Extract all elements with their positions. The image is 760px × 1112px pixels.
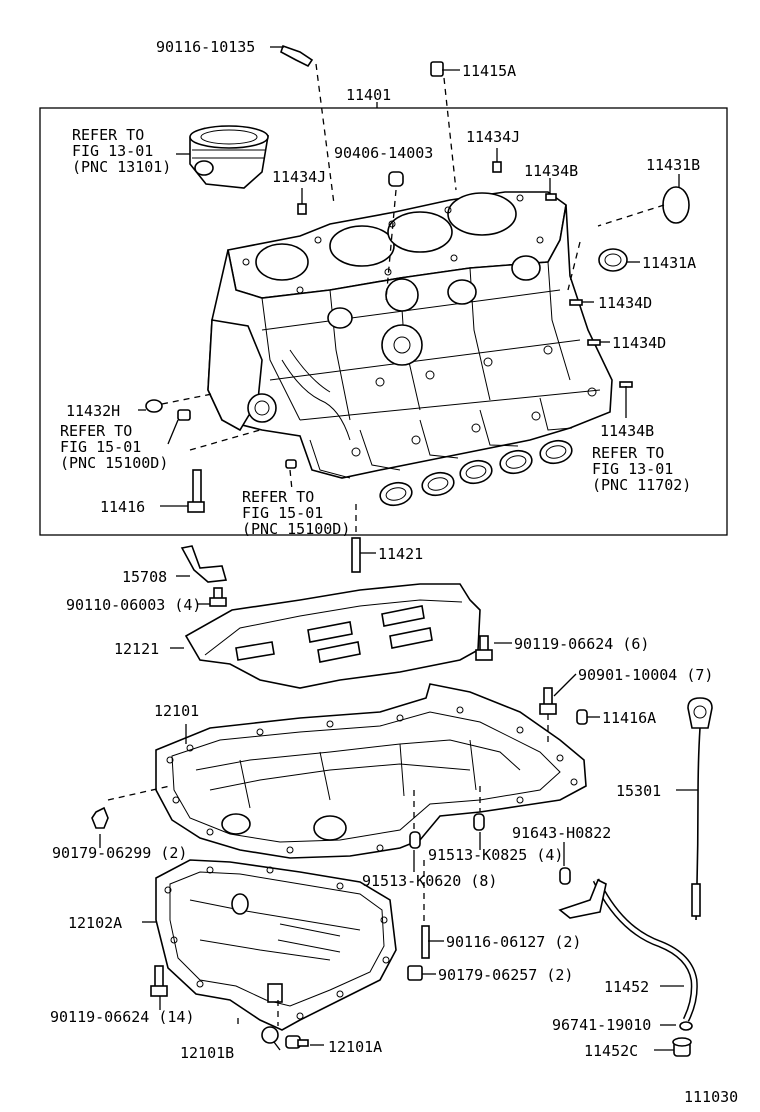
label-12101B: 12101B — [180, 1044, 234, 1062]
nut-90179-06257 — [407, 965, 423, 981]
oring-96741-19010 — [679, 1021, 693, 1031]
label-11434B-top: 11434B — [524, 162, 578, 180]
label-11434D-lower: 11434D — [612, 334, 666, 352]
label-90179-06257: 90179-06257 (2) — [438, 966, 573, 984]
label-90116-10135: 90116-10135 — [156, 38, 255, 56]
label-91513-K0825: 91513-K0825 (4) — [428, 846, 563, 864]
piston-reference — [189, 125, 269, 189]
label-90116-06127: 90116-06127 (2) — [446, 933, 581, 951]
refer-11702-line1: REFER TO — [592, 444, 664, 462]
refer-15100D-b-line2: FIG 15-01 — [242, 504, 323, 522]
cylinder-block-frame — [39, 107, 728, 536]
label-90119-06624-14: 90119-06624 (14) — [50, 1008, 195, 1026]
bolt-90110-06003 — [209, 587, 227, 607]
refer-11702-line2: FIG 13-01 — [592, 460, 673, 478]
leader-lines — [99, 46, 698, 1051]
label-12101: 12101 — [154, 702, 199, 720]
pan-washers — [91, 806, 571, 885]
label-11416: 11416 — [100, 498, 145, 516]
washer-12101B — [261, 1026, 279, 1044]
label-15708: 15708 — [122, 568, 167, 586]
refer-15100D-a-line1: REFER TO — [60, 422, 132, 440]
drain-plug-12101A — [285, 1035, 309, 1049]
label-90901-10004: 90901-10004 (7) — [578, 666, 713, 684]
label-90110-06003: 90110-06003 (4) — [66, 596, 201, 614]
dipstick-15301 — [687, 697, 713, 921]
refer-13101-line2: FIG 13-01 — [72, 142, 153, 160]
label-11416A: 11416A — [602, 709, 656, 727]
crankshaft-bearings — [379, 439, 573, 507]
label-11431A: 11431A — [642, 254, 696, 272]
pin-11416A — [576, 709, 588, 725]
refer-13101-line3: (PNC 13101) — [72, 158, 171, 176]
label-11434D-upper: 11434D — [598, 294, 652, 312]
dipstick-guide-11452 — [558, 878, 698, 1022]
label-11432H: 11432H — [66, 402, 120, 420]
label-15301: 15301 — [616, 782, 661, 800]
label-12102A: 12102A — [68, 914, 122, 932]
part-labels: 90116-10135 11415A 11401 REFER TO FIG 13… — [50, 38, 738, 1106]
label-96741-19010: 96741-19010 — [552, 1016, 651, 1034]
bracket-15708 — [180, 545, 228, 583]
label-91643-H0822: 91643-H0822 — [512, 824, 611, 842]
cylinder-block — [207, 191, 613, 479]
label-11452: 11452 — [604, 978, 649, 996]
oil-pan-lower-12102A — [155, 859, 397, 1031]
baffle-plate-12121 — [184, 583, 481, 689]
label-11431B: 11431B — [646, 156, 700, 174]
bolt-90119-06624-6 — [475, 635, 493, 661]
label-11434J-left: 11434J — [272, 168, 326, 186]
refer-15100D-a-line2: FIG 15-01 — [60, 438, 141, 456]
refer-15100D-b-line3: (PNC 15100D) — [242, 520, 350, 538]
refer-11702-line3: (PNC 11702) — [592, 476, 691, 494]
stud-90116-06127 — [421, 925, 430, 959]
refer-13101-line1: REFER TO — [72, 126, 144, 144]
cap-11452C — [672, 1037, 692, 1057]
stud-11421 — [351, 537, 361, 573]
bolt-90119-06624-14 — [150, 965, 168, 997]
label-11434B-right: 11434B — [600, 422, 654, 440]
label-11421: 11421 — [378, 545, 423, 563]
refer-15100D-a-line3: (PNC 15100D) — [60, 454, 168, 472]
label-11434J-top: 11434J — [466, 128, 520, 146]
oil-pan-upper-12101 — [155, 683, 587, 859]
label-90179-06299: 90179-06299 (2) — [52, 844, 187, 862]
label-12101A: 12101A — [328, 1038, 382, 1056]
label-11401: 11401 — [346, 86, 391, 104]
label-90119-06624-6: 90119-06624 (6) — [514, 635, 649, 653]
refer-15100D-b-line1: REFER TO — [242, 488, 314, 506]
label-12121: 12121 — [114, 640, 159, 658]
figure-number: 111030 — [684, 1088, 738, 1106]
plug-90901-10004 — [539, 687, 557, 715]
label-11415A: 11415A — [462, 62, 516, 80]
label-90406-14003: 90406-14003 — [334, 144, 433, 162]
label-91513-K0620: 91513-K0620 (8) — [362, 872, 497, 890]
label-11452C: 11452C — [584, 1042, 638, 1060]
